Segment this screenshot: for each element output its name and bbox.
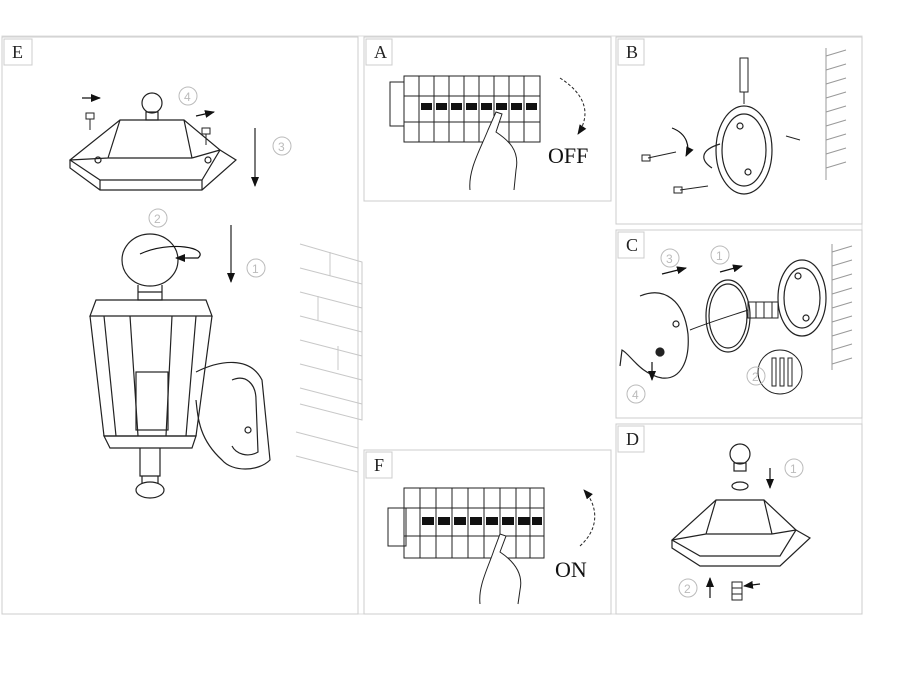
off-label: OFF — [548, 143, 588, 168]
curved-arrow-icon — [579, 489, 596, 547]
step-number-label: 4 — [184, 90, 191, 104]
panel-c-letter-box — [617, 231, 645, 259]
on-label: ON — [555, 557, 587, 582]
gasket-ring-illustration — [705, 279, 751, 353]
hand-illustration — [479, 533, 522, 605]
wall-hatch-illustration — [831, 244, 853, 370]
step-number-label: 1 — [252, 262, 259, 276]
right-arrow-icon — [661, 266, 687, 275]
hand-illustration — [469, 111, 518, 191]
step-circle — [678, 578, 698, 598]
panel-b-letter: B — [626, 42, 638, 62]
screw-icon — [731, 581, 743, 601]
mounting-plate-illustration — [703, 105, 773, 195]
panel-e-frame — [1, 36, 359, 615]
breaker-switches-row — [421, 103, 537, 110]
panel-a: A OFF — [363, 36, 612, 202]
step-circle — [784, 458, 804, 478]
panel-c: C — [615, 229, 863, 419]
panel-f-frame — [363, 449, 612, 615]
panel-c-frame — [615, 229, 863, 419]
panel-d-frame — [615, 423, 863, 615]
rotate-bulb-arrow-icon — [139, 245, 201, 262]
lamp-cap-illustration — [68, 92, 238, 191]
breaker-switches-row — [422, 517, 542, 525]
step-number-label: 3 — [278, 140, 285, 154]
step-circle — [148, 208, 168, 228]
lantern-body-illustration — [89, 299, 213, 499]
step-circle — [178, 86, 198, 106]
panel-b-frame — [615, 36, 863, 225]
step-circle — [626, 384, 646, 404]
panel-d-letter: D — [626, 429, 639, 449]
wall-arm-illustration — [195, 361, 271, 470]
panel-f: F ON — [363, 449, 612, 615]
step-circle — [272, 136, 292, 156]
right-arrow-icon — [719, 264, 743, 273]
step-number-label: 4 — [632, 388, 639, 402]
arm-base-illustration — [619, 292, 689, 379]
left-arrow-icon — [743, 580, 761, 589]
step-number-label: 1 — [716, 249, 723, 263]
panel-a-letter-box — [365, 38, 393, 66]
step-circle — [746, 366, 766, 386]
brick-wall-illustration — [295, 243, 363, 473]
step-circle — [246, 258, 266, 278]
breaker-panel-illustration — [387, 487, 545, 559]
panel-a-frame — [363, 36, 612, 202]
curved-arrow-icon — [559, 77, 587, 135]
step-number-label: 2 — [684, 582, 691, 596]
wall-hatch-illustration — [825, 48, 847, 180]
rotate-arrow-icon — [671, 127, 694, 157]
connector-detail-illustration — [757, 349, 803, 395]
step-number-label: 2 — [154, 212, 161, 226]
screw-left-icon — [85, 112, 95, 130]
panel-e-letter: E — [12, 42, 23, 62]
cap-base-illustration — [670, 499, 812, 567]
step-circle — [660, 248, 680, 268]
step-number-label: 2 — [752, 370, 759, 384]
panel-f-letter: F — [374, 455, 384, 475]
panel-d: D 1 2 — [615, 423, 863, 615]
screw-icon — [641, 135, 801, 194]
panel-a-letter: A — [374, 42, 387, 62]
mounting-plate-illustration — [777, 259, 827, 337]
screw-right-icon — [201, 127, 211, 145]
panel-e-letter-box — [3, 38, 33, 66]
terminal-block-illustration — [689, 301, 779, 331]
bulb-illustration — [121, 233, 179, 301]
rotate-arrow-right-icon — [195, 110, 215, 118]
panel-c-letter: C — [626, 235, 638, 255]
screwdriver-icon — [739, 57, 749, 104]
step-number-label: 1 — [790, 462, 797, 476]
step-number-label: 3 — [666, 252, 673, 266]
panel-b: B — [615, 36, 863, 225]
finial-illustration — [729, 443, 751, 491]
panel-d-letter-box — [617, 425, 645, 453]
panel-b-letter-box — [617, 38, 645, 66]
panel-f-letter-box — [365, 451, 393, 479]
step-circle — [710, 245, 730, 265]
panel-e: E 4 3 — [1, 36, 363, 615]
